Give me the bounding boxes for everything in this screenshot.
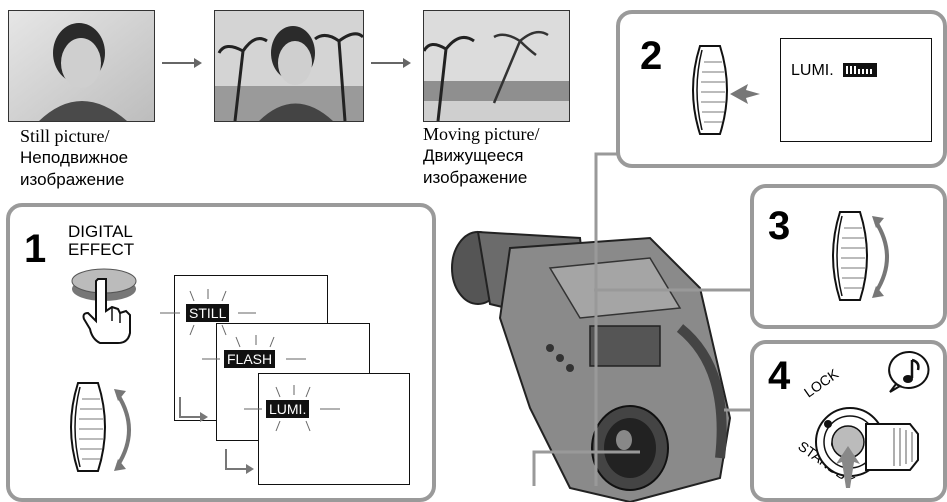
still-photo [8,10,155,122]
hand-pointer-icon [82,278,131,344]
blink-rays [160,289,340,432]
dial-wheel-icon [70,382,106,472]
osd-lumi: LUMI. [266,400,310,418]
step2-number: 2 [640,34,663,78]
power-switch-icon [815,407,919,488]
step3-panel: 3 [750,184,947,329]
step2-panel: 2 LUMI. [616,10,947,168]
menu-screen-lumi [258,373,410,485]
osd-still: STILL [186,304,230,322]
arrow-right-icon [371,58,411,68]
step1-panel: 1 DIGITAL EFFECT STILL FLASH LUMI. [6,203,436,502]
step1-number: 1 [24,227,47,271]
digital-effect-label-2: EFFECT [68,240,135,259]
step4-panel: 4 LOCK STANDBY [750,340,947,502]
lumi-level-indicator [843,63,877,77]
curved-double-arrow-icon [872,216,889,298]
step3-number: 3 [768,204,791,248]
digital-effect-label-1: DIGITAL [68,222,133,241]
step2-screen-label: LUMI. [791,62,834,79]
music-note-icon [888,350,930,393]
cycle-arrow-icon [225,449,254,474]
moving-caption: Moving picture/ Движущееся изображение [423,123,539,189]
osd-flash: FLASH [224,350,276,368]
curved-double-arrow-icon [114,389,131,471]
dial-wheel-icon [692,45,760,135]
cycle-arrow-icon [179,397,208,422]
moving-photo [423,10,570,122]
still-caption-ru1: Неподвижное [20,148,129,167]
arrow-right-icon [162,58,202,68]
still-caption: Still picture/ Неподвижное изображение [20,125,128,191]
moving-caption-ru2: изображение [423,168,528,187]
still-caption-en: Still picture/ [20,126,110,146]
step2-screen: LUMI. [780,38,932,142]
transition-photo [214,10,364,122]
step4-number: 4 [768,354,791,398]
camcorder-illustration [451,230,732,502]
moving-caption-ru1: Движущееся [423,146,524,165]
moving-caption-en: Moving picture/ [423,124,540,144]
still-caption-ru2: изображение [20,170,125,189]
dial-wheel-icon [832,211,868,301]
